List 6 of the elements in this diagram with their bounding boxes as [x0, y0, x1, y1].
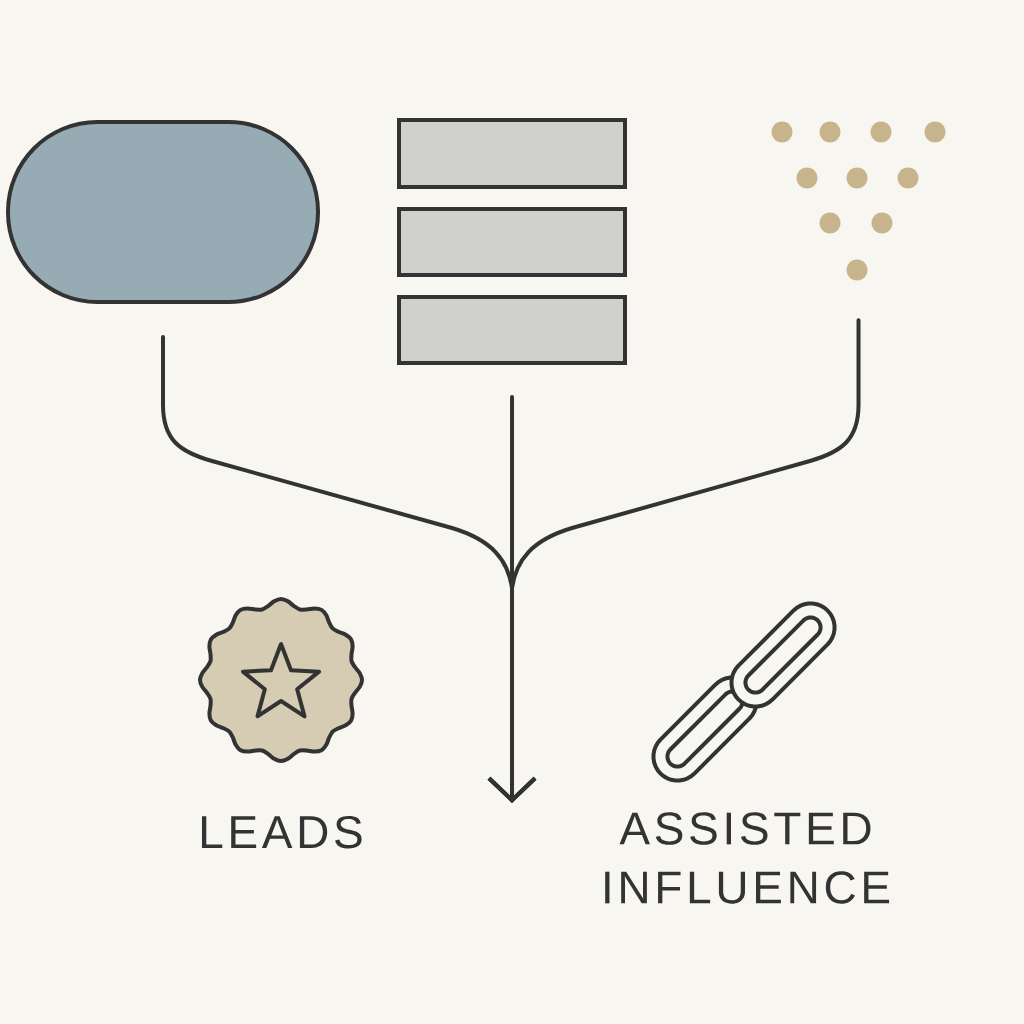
caption: ASSISTED INFLUENCE [605, 812, 890, 904]
bar [397, 295, 627, 365]
bar [397, 207, 627, 277]
caption: LEADS [202, 815, 362, 849]
arrow [487, 318, 861, 803]
bar [397, 118, 627, 189]
